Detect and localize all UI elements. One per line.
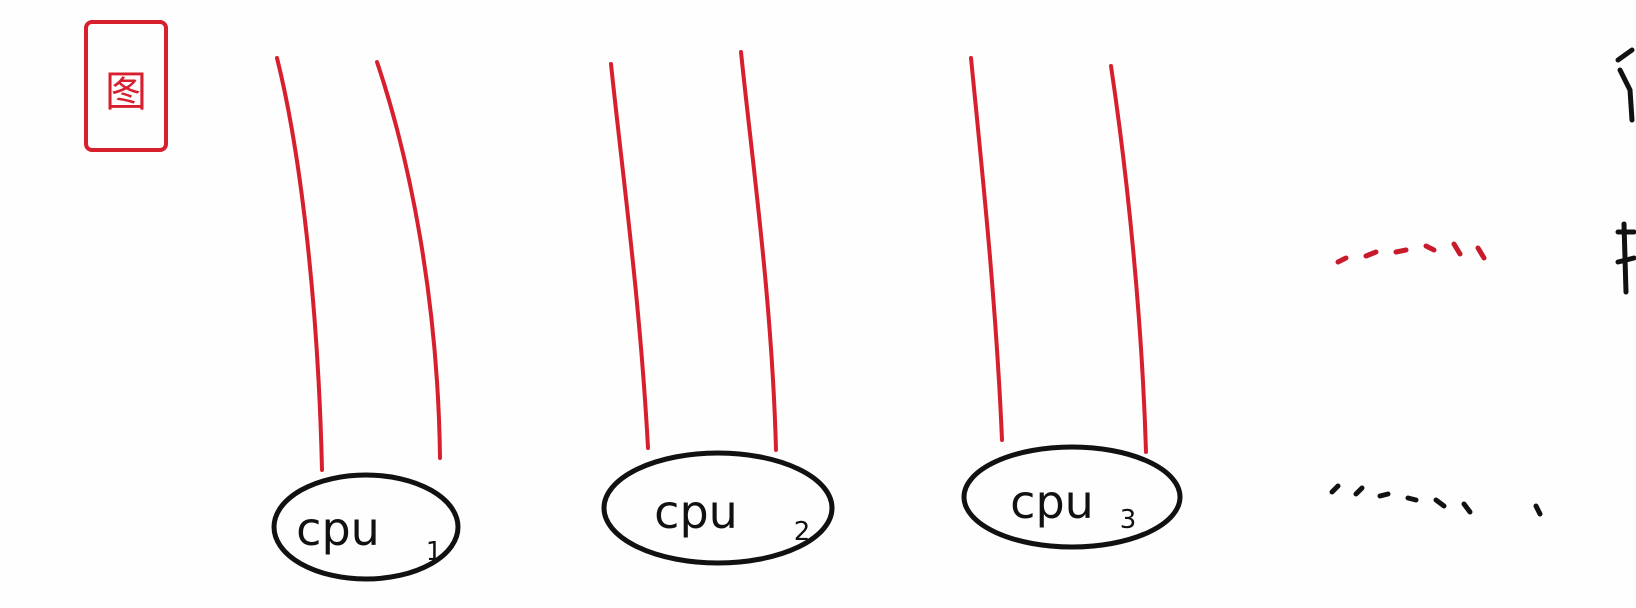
cpu-ellipse-3 (961, 444, 1183, 550)
cpu-ellipsis-dash (1461, 501, 1473, 515)
cpu-ellipsis-dash (1353, 485, 1365, 497)
thread-line-cpu1-a (275, 56, 324, 472)
cpu-ellipsis-dash (1329, 483, 1341, 495)
cpu-ellipsis (1329, 483, 1543, 517)
cpu-label-1: cpu (296, 502, 380, 556)
stamp-frame (84, 20, 168, 152)
thread-ellipsis-dash (1423, 243, 1437, 253)
cropped-stroke (1615, 221, 1636, 295)
thread-ellipsis-dash (1451, 241, 1463, 257)
thread-ellipsis-dash (1475, 245, 1487, 261)
thread-ellipsis-dash (1393, 247, 1409, 255)
cpu-name-1: cpu (296, 502, 380, 556)
cpu-ellipse-2 (601, 450, 835, 566)
thread-line-cpu2-a (609, 62, 650, 450)
cpu-label-2: cpu (654, 485, 738, 539)
cpu-ellipsis-dash (1405, 495, 1419, 503)
cpu-sub-3: 3 (1120, 505, 1137, 535)
thread-ellipsis-dash (1335, 255, 1349, 265)
cpu-label-3: cpu (1010, 475, 1094, 529)
cpu-name-3: cpu (1010, 475, 1094, 529)
cpu-ellipse-1 (271, 472, 461, 582)
thread-line-cpu1-b (375, 60, 442, 460)
cpu-sub-2: 2 (794, 517, 811, 547)
thread-ellipsis (1335, 241, 1487, 265)
cpu-node-1: cpu 1 (271, 472, 461, 582)
cpu-ellipsis-dash (1433, 497, 1447, 509)
cpu-node-3: cpu 3 (961, 444, 1183, 550)
cropped-handwriting (1615, 47, 1636, 295)
cpu-node-2: cpu 2 (601, 450, 835, 566)
thread-line-cpu3-a (969, 56, 1004, 442)
thread-ellipsis-dash (1363, 249, 1379, 259)
cropped-stroke (1615, 47, 1635, 123)
cpu-ellipsis-dash (1533, 503, 1543, 517)
stamp-char: 图 (105, 67, 147, 116)
thread-line-cpu2-b (739, 50, 778, 452)
cpu-sub-1: 1 (426, 537, 443, 567)
cpu-name-2: cpu (654, 485, 738, 539)
cpu-ellipsis-dash (1377, 491, 1391, 499)
thread-line-cpu3-b (1109, 64, 1148, 454)
stamp-logo: 图 (84, 20, 168, 152)
